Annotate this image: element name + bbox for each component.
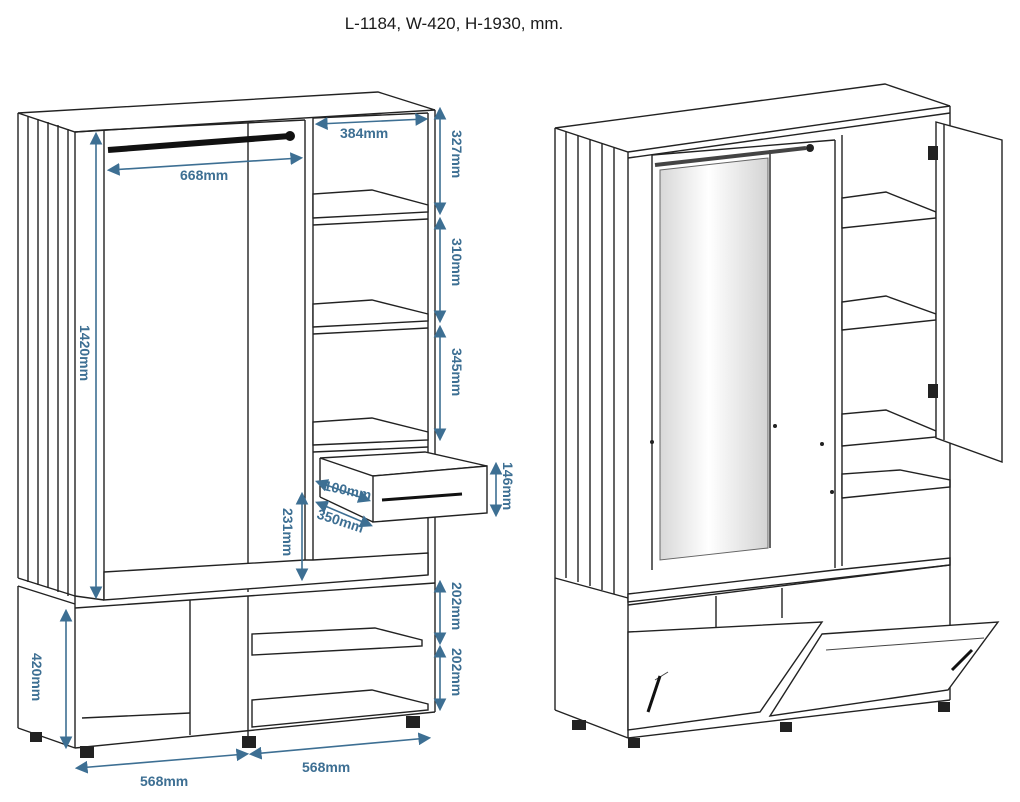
dimension-annotations: 668mm 384mm 327mm 310mm 345mm 1420mm 146… xyxy=(29,106,516,789)
dim-height-345: 345mm xyxy=(449,348,465,396)
overall-size-caption: L-1184, W-420, H-1930, mm. xyxy=(344,14,564,33)
dim-base-right-width: 568mm xyxy=(302,759,350,775)
dim-drawer-depth: 100mm xyxy=(322,477,373,503)
dim-hanging-height: 1420mm xyxy=(77,325,93,381)
dim-drawer-height: 146mm xyxy=(500,462,516,510)
dim-base-height: 420mm xyxy=(29,653,45,701)
dim-shoe-shelf-bottom: 202mm xyxy=(449,648,465,696)
dimensioned-wardrobe xyxy=(17,91,488,758)
perspective-wardrobe xyxy=(554,83,1003,748)
dim-rail-width: 668mm xyxy=(180,167,228,183)
dim-height-310: 310mm xyxy=(449,238,465,286)
dim-base-left-width: 568mm xyxy=(140,773,188,789)
dim-height-327: 327mm xyxy=(449,130,465,178)
dim-lower-gap: 231mm xyxy=(280,508,296,556)
dim-drawer-width: 350mm xyxy=(315,506,366,536)
dim-shoe-shelf-top: 202mm xyxy=(449,582,465,630)
dim-shelf-width: 384mm xyxy=(340,125,388,141)
